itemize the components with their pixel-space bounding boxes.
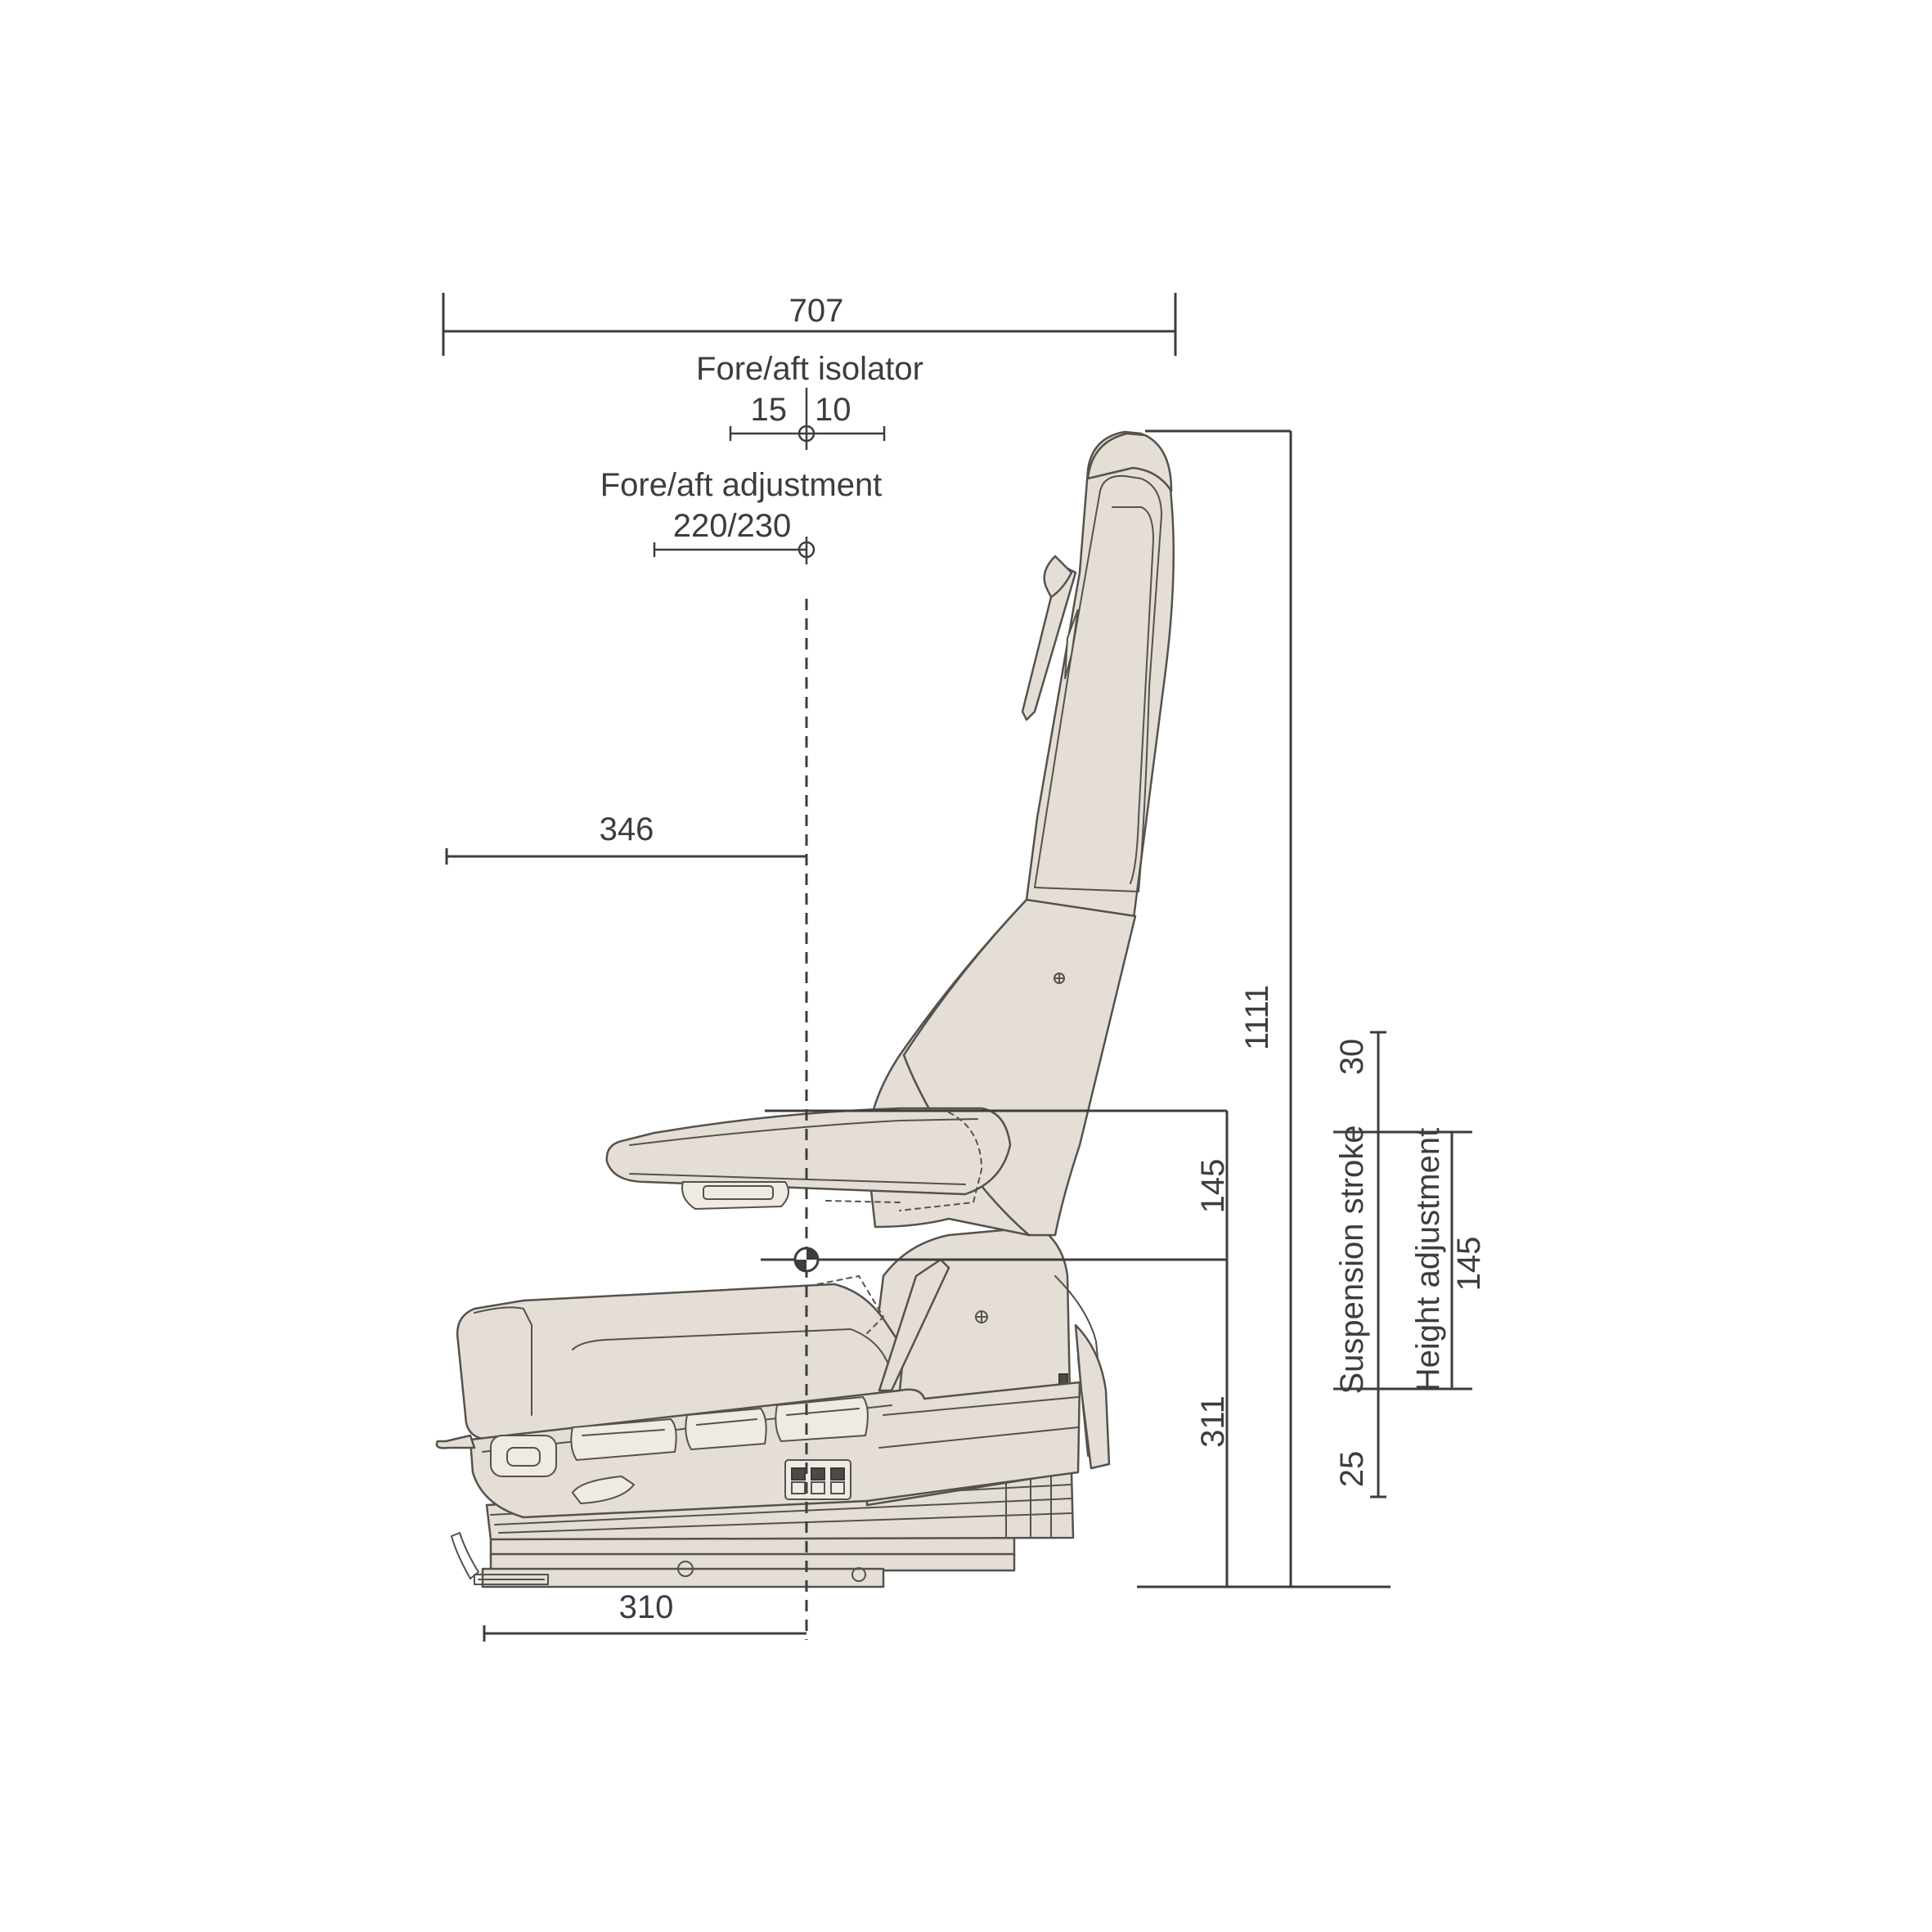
isolator-rear-value: 15 — [751, 392, 788, 428]
height-adjustment-label: Height adjustment — [1410, 1128, 1446, 1391]
cushion-handles — [490, 1395, 869, 1505]
seat-cushion — [456, 1275, 905, 1441]
sip-symbol — [761, 1247, 1227, 1273]
sip-front-dimension: 346 — [445, 811, 806, 865]
seat-side-cover — [435, 1258, 1081, 1519]
overall-depth-value: 707 — [789, 293, 844, 329]
adjustment-value: 220/230 — [673, 508, 792, 544]
overall-height-value: 1111 — [1239, 985, 1275, 1050]
armrest-height-value: 145 — [1195, 1159, 1231, 1214]
adjustment-label: Fore/aft adjustment — [600, 467, 883, 503]
sip-height-value: 311 — [1195, 1395, 1231, 1448]
stroke-bottom-value: 25 — [1334, 1451, 1370, 1488]
rail-front-dimension: 310 — [483, 1589, 806, 1642]
stroke-dimensions: 30 25 Suspension stroke Height adjustmen… — [1333, 1031, 1487, 1498]
sip-front-value: 346 — [600, 811, 654, 847]
suspension-stroke-label: Suspension stroke — [1334, 1125, 1370, 1394]
overall-height-dimension: 1111 — [1137, 429, 1391, 1588]
adjustment-dimension: Fore/aft adjustment 220/230 — [600, 467, 883, 564]
rail-front-value: 310 — [619, 1589, 674, 1625]
height-adjustment-value: 145 — [1451, 1237, 1487, 1292]
isolator-front-value: 10 — [815, 392, 851, 428]
dimension-lines: 707 Fore/aft isolator 15 10 Fore/aft adj… — [442, 293, 1487, 1642]
seat-illustration — [435, 430, 1175, 1588]
armrest — [605, 1107, 1012, 1211]
overall-depth-dimension: 707 — [442, 293, 1177, 356]
height-dimensions: 145 311 — [765, 1109, 1231, 1587]
isolator-dimension: Fore/aft isolator 15 10 — [696, 351, 923, 450]
seat-rails — [451, 1532, 1016, 1588]
isolator-label: Fore/aft isolator — [696, 351, 923, 387]
stroke-top-value: 30 — [1334, 1039, 1370, 1076]
